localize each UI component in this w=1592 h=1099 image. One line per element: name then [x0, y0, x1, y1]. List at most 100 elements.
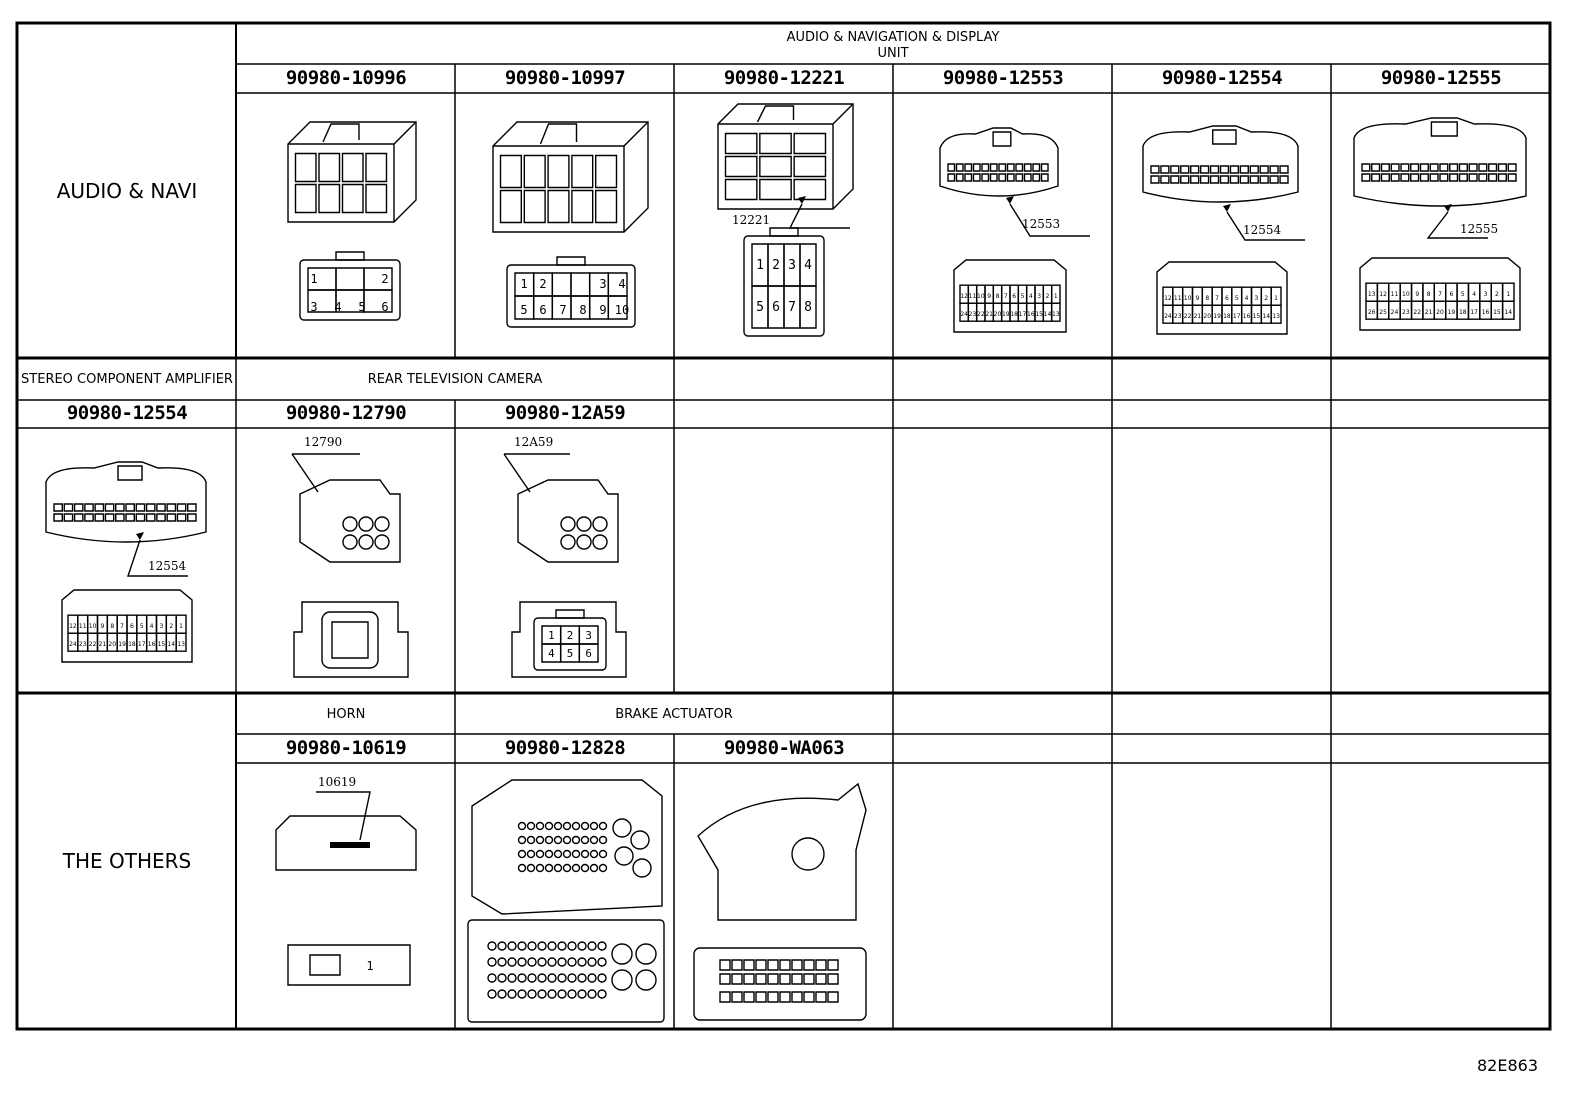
- cavity: [1450, 174, 1458, 181]
- cavity: [1033, 174, 1040, 181]
- pin-cell: [518, 990, 526, 998]
- callout-leader: [1227, 212, 1305, 240]
- pin-cell: [828, 974, 838, 984]
- callout-leader: [292, 454, 318, 492]
- terminal-face: [1157, 262, 1287, 334]
- pin-number: 5: [567, 647, 574, 660]
- cavity: [85, 514, 93, 521]
- pin-number: 4: [804, 258, 812, 273]
- cavity: [974, 174, 981, 181]
- pin-number: 1: [548, 629, 555, 642]
- pin-number: 6: [130, 623, 134, 630]
- cavity: [615, 847, 633, 865]
- cavity: [546, 851, 553, 858]
- cavity: [1450, 164, 1458, 171]
- pin-number: 4: [548, 647, 555, 660]
- cavity: [359, 535, 373, 549]
- cavity: [296, 154, 317, 182]
- pin-cell: [528, 990, 536, 998]
- callout-label: 12554: [148, 559, 187, 573]
- pin-number: 16: [1243, 313, 1251, 320]
- cavity: [1181, 176, 1189, 183]
- pin-cell: [568, 974, 576, 982]
- housing-latch: [792, 838, 824, 870]
- pin-number: 19: [1448, 309, 1456, 316]
- cavity: [1440, 164, 1448, 171]
- pin-cell: [528, 942, 536, 950]
- pin-cell: [578, 990, 586, 998]
- pin-number: 18: [128, 641, 136, 648]
- group-title-stereo-amplifier: STEREO COMPONENT AMPLIFIER: [21, 372, 233, 387]
- pin-number: 25: [1379, 309, 1387, 316]
- pin-number: 15: [1253, 313, 1261, 320]
- pin-cell: [508, 974, 516, 982]
- callout-label: 12790: [304, 435, 342, 449]
- pin-number: 19: [1002, 311, 1010, 318]
- pin-cell: [508, 958, 516, 966]
- pin-cell: [568, 990, 576, 998]
- pin-cell: [768, 974, 778, 984]
- pin-number: 1: [520, 277, 527, 291]
- pin-number: 15: [158, 641, 166, 648]
- cavity: [600, 823, 607, 830]
- pin-cell: [548, 958, 556, 966]
- pin-cell: [568, 942, 576, 950]
- cavity: [188, 504, 196, 511]
- cavity: [1016, 164, 1023, 171]
- pin-cell: [804, 974, 814, 984]
- cavity: [1499, 174, 1507, 181]
- cavity: [1201, 166, 1209, 173]
- cavity: [519, 865, 526, 872]
- terminal-face: [512, 602, 626, 677]
- housing-outline: [300, 480, 400, 562]
- cavity: [957, 164, 964, 171]
- cavity: [95, 514, 103, 521]
- pin-cell: [636, 970, 656, 990]
- pin-number: 22: [1413, 309, 1421, 316]
- cavity: [573, 837, 580, 844]
- pin-number: 5: [1235, 295, 1239, 302]
- pin-number: 14: [1262, 313, 1270, 320]
- cavity: [593, 535, 607, 549]
- pin-number: 17: [1470, 309, 1478, 316]
- part-number: 90980-10619: [285, 737, 407, 759]
- cavity: [105, 504, 113, 511]
- cavity: [561, 517, 575, 531]
- pin-number: 6: [1225, 295, 1229, 302]
- pin-number: 2: [381, 272, 388, 286]
- pin-number: 18: [1010, 311, 1018, 318]
- cavity: [546, 823, 553, 830]
- pin-cell: [571, 273, 590, 296]
- pin-number: 13: [1052, 311, 1060, 318]
- cavity: [1250, 166, 1258, 173]
- pin-number: 6: [539, 303, 546, 317]
- cavity: [555, 865, 562, 872]
- cavity: [177, 504, 185, 511]
- pin-number: 2: [1264, 295, 1268, 302]
- cavity: [546, 865, 553, 872]
- pin-cell: [732, 992, 742, 1002]
- cavity: [1280, 166, 1288, 173]
- housing-outline: [493, 122, 648, 232]
- pin-number: 5: [520, 303, 527, 317]
- cavity: [343, 535, 357, 549]
- pin-cell: [612, 970, 632, 990]
- pin-cell: [588, 990, 596, 998]
- callout-leader: [316, 792, 370, 840]
- cavity: [596, 191, 617, 223]
- pin-number: 3: [599, 277, 606, 291]
- cavity: [1211, 166, 1219, 173]
- cavity: [582, 865, 589, 872]
- cavity: [1211, 176, 1219, 183]
- callout-arrowhead: [798, 196, 806, 204]
- pin-cell: [538, 990, 546, 998]
- cavity: [116, 504, 124, 511]
- cavity: [573, 851, 580, 858]
- pin-number: 1: [1274, 295, 1278, 302]
- callout-arrowhead: [136, 532, 144, 540]
- pin-number: 10: [89, 623, 97, 630]
- cavity: [982, 174, 989, 181]
- cavity: [965, 174, 972, 181]
- pin-cell: [579, 644, 598, 662]
